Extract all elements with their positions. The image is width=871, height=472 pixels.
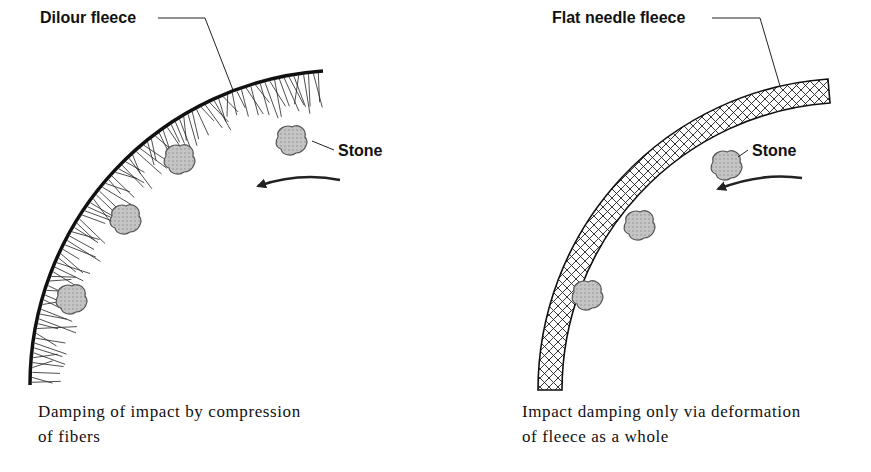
- stone: [56, 126, 307, 314]
- leader-line: [312, 141, 334, 150]
- dilour-fleece-backing: [30, 71, 323, 385]
- leader-line: [712, 18, 780, 86]
- stone: [572, 151, 742, 310]
- leader-line: [158, 18, 233, 90]
- part-label: Dilour fleece: [40, 9, 136, 27]
- part-label: Stone: [752, 142, 796, 160]
- needle-fleece-band: [538, 79, 830, 390]
- motion-arrow: [718, 176, 802, 189]
- leader-line: [738, 150, 748, 157]
- motion-arrow: [258, 177, 340, 186]
- caption-text: Impact damping only via deformation of f…: [522, 400, 812, 449]
- part-label: Flat needle fleece: [552, 9, 685, 27]
- part-label: Stone: [338, 142, 382, 160]
- caption-text: Damping of impact by compression of fibe…: [38, 400, 320, 449]
